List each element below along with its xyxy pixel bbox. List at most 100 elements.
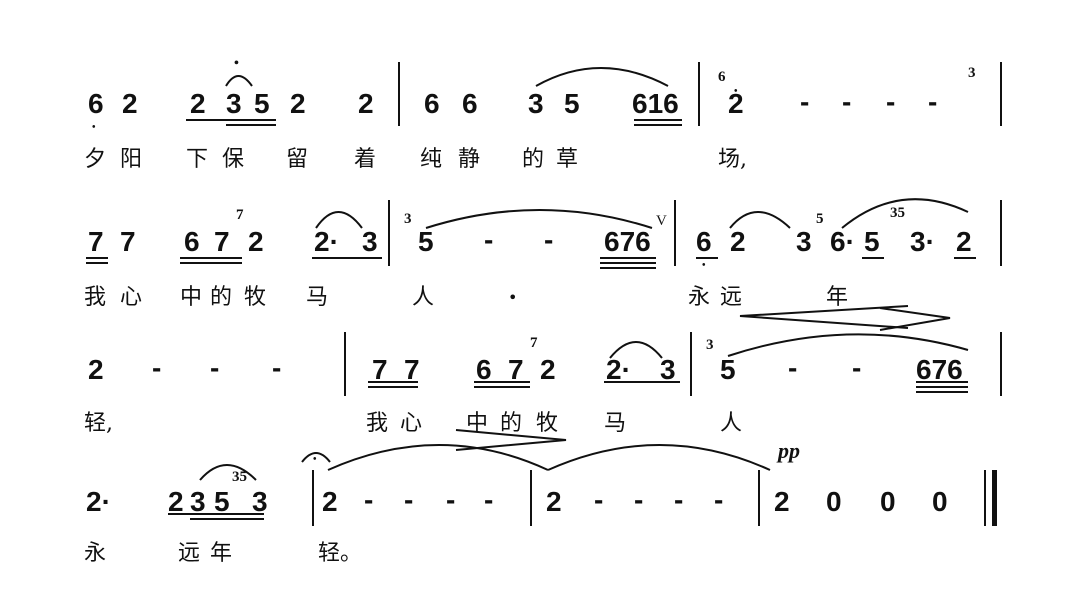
bar-line [312,470,314,526]
note: 2· [606,354,631,385]
lyric: 的 [522,147,545,172]
lyric: 中 [466,411,489,436]
slur-arc [535,67,669,87]
tie-arc [199,464,257,481]
dash: - [594,484,604,515]
note: 676 [916,354,963,385]
note: 3 [252,486,268,517]
note: 2 [774,486,790,517]
note: 2 [728,88,744,119]
lyric: 人 [412,285,435,310]
dot-below: • [92,122,96,133]
note: 0 [932,486,948,517]
note: 6 [476,354,492,385]
note: 3 [226,88,242,119]
lyric: 轻。 [318,541,363,566]
note: 3 [660,354,676,385]
note: 6· [830,226,855,257]
grace-note: 35 [232,469,247,485]
bar-line [388,200,390,266]
grace-note: 3 [706,337,714,353]
note: 2 [248,226,264,257]
note: 3 [528,88,544,119]
lyric: 远年 [178,541,243,566]
dash: - [852,352,862,383]
note: 6 [696,226,712,257]
bar-line [1000,62,1002,126]
lyric: 的 [500,411,523,436]
lyric: 我 [84,285,107,310]
note: 7 [214,226,230,257]
dash: - [886,86,896,117]
slur-arc [841,198,969,229]
dot-above: • [734,86,738,97]
note: 3· [910,226,935,257]
note: 6 [424,88,440,119]
lyric: 中 [180,285,203,310]
final-bar-thick [992,470,997,526]
dot-below: • [702,260,706,271]
lyric: 永 [688,285,711,310]
note: 6 [184,226,200,257]
note: 2 [730,226,746,257]
lyric: 年 [826,285,849,310]
dot-above: • [234,56,239,71]
note: 0 [880,486,896,517]
dash: - [788,352,798,383]
lyric: 永 [84,541,107,566]
note: 676 [604,226,651,257]
lyric: 心 [120,285,143,310]
lyric: 心 [400,411,423,436]
breath-mark: V [656,213,667,229]
lyric: 阳 [120,147,143,172]
note: 2 [290,88,306,119]
crescendo-hairpin [739,305,909,329]
lyric: 轻, [84,411,113,436]
bar-line [758,470,760,526]
note: 2 [122,88,138,119]
bar-line [698,62,700,126]
bar-line [1000,200,1002,266]
fermata-dot: • [313,454,317,465]
bar-line [530,470,532,526]
note: 2 [540,354,556,385]
note: 2 [190,88,206,119]
note: 2 [88,354,104,385]
note: 5 [418,226,434,257]
note: 2 [358,88,374,119]
note: 616 [632,88,679,119]
note: 3 [190,486,206,517]
grace-note: 6 [718,69,726,85]
fermata [301,452,331,463]
lyric: 远 [720,285,743,310]
slur-arc [327,444,549,471]
grace-note: 3 [404,211,412,227]
note: 2 [546,486,562,517]
bar-line [674,200,676,266]
tie-arc [315,211,363,229]
bar-line [344,332,346,396]
dash: - [634,484,644,515]
lyric: 留 [286,147,309,172]
note: 3 [362,226,378,257]
note: 2· [86,486,111,517]
bar-line [690,332,692,396]
dash: - [714,484,724,515]
dash: - [800,86,810,117]
grace-note: 7 [530,335,538,351]
lyric: 着 [354,147,377,172]
dash: - [484,224,494,255]
tie-arc [225,75,253,87]
lyric: 草 [556,147,579,172]
note: 6 [462,88,478,119]
dash: - [404,484,414,515]
note: 7 [88,226,104,257]
slur-arc [547,444,771,471]
note: 3 [796,226,812,257]
tie-arc [609,341,663,359]
lyric: 保 [222,147,245,172]
lyric: 我 [366,411,389,436]
note: 0 [826,486,842,517]
